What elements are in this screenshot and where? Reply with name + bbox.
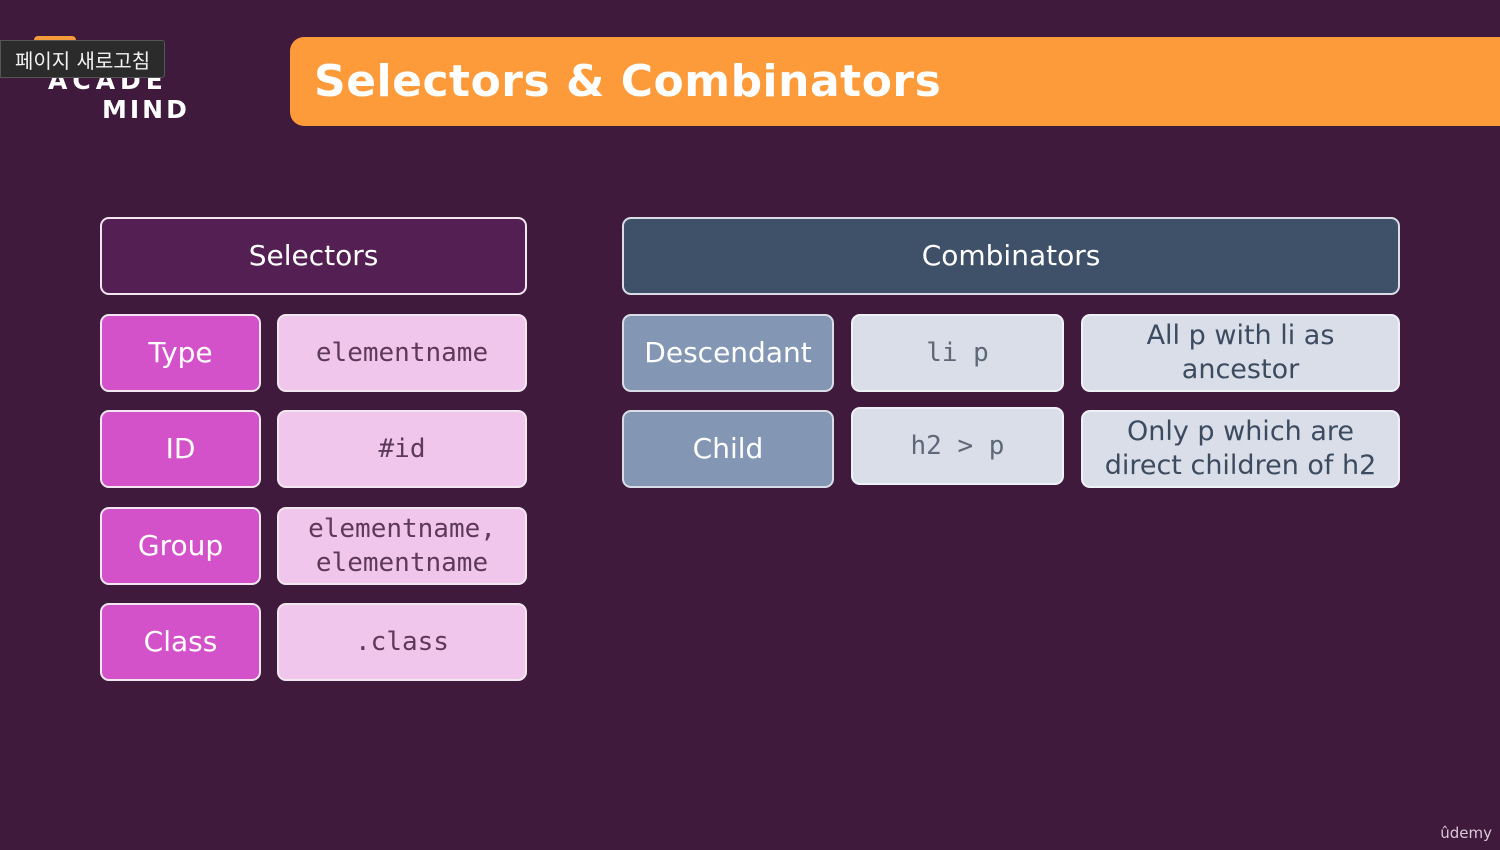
- selector-value-group: elementname, elementname: [277, 507, 527, 585]
- udemy-watermark: ûdemy: [1440, 824, 1492, 842]
- logo-text-bottom: MIND: [102, 95, 190, 124]
- slide-title: Selectors & Combinators: [314, 56, 942, 107]
- combinator-example-child: h2 > p: [851, 407, 1064, 485]
- selector-value-class: .class: [277, 603, 527, 681]
- selectors-heading: Selectors: [100, 217, 527, 295]
- selector-value-type: elementname: [277, 314, 527, 392]
- title-banner: [290, 37, 1500, 126]
- selector-label-id: ID: [100, 410, 261, 488]
- combinator-description-child: Only p which are direct children of h2: [1081, 410, 1400, 488]
- selector-value-id: #id: [277, 410, 527, 488]
- combinator-description-descendant: All p with li as ancestor: [1081, 314, 1400, 392]
- combinators-heading: Combinators: [622, 217, 1400, 295]
- combinator-example-descendant: li p: [851, 314, 1064, 392]
- selector-label-class: Class: [100, 603, 261, 681]
- refresh-tooltip: 페이지 새로고침: [0, 40, 166, 78]
- combinator-label-descendant: Descendant: [622, 314, 834, 392]
- selector-label-type: Type: [100, 314, 261, 392]
- combinator-label-child: Child: [622, 410, 834, 488]
- selector-label-group: Group: [100, 507, 261, 585]
